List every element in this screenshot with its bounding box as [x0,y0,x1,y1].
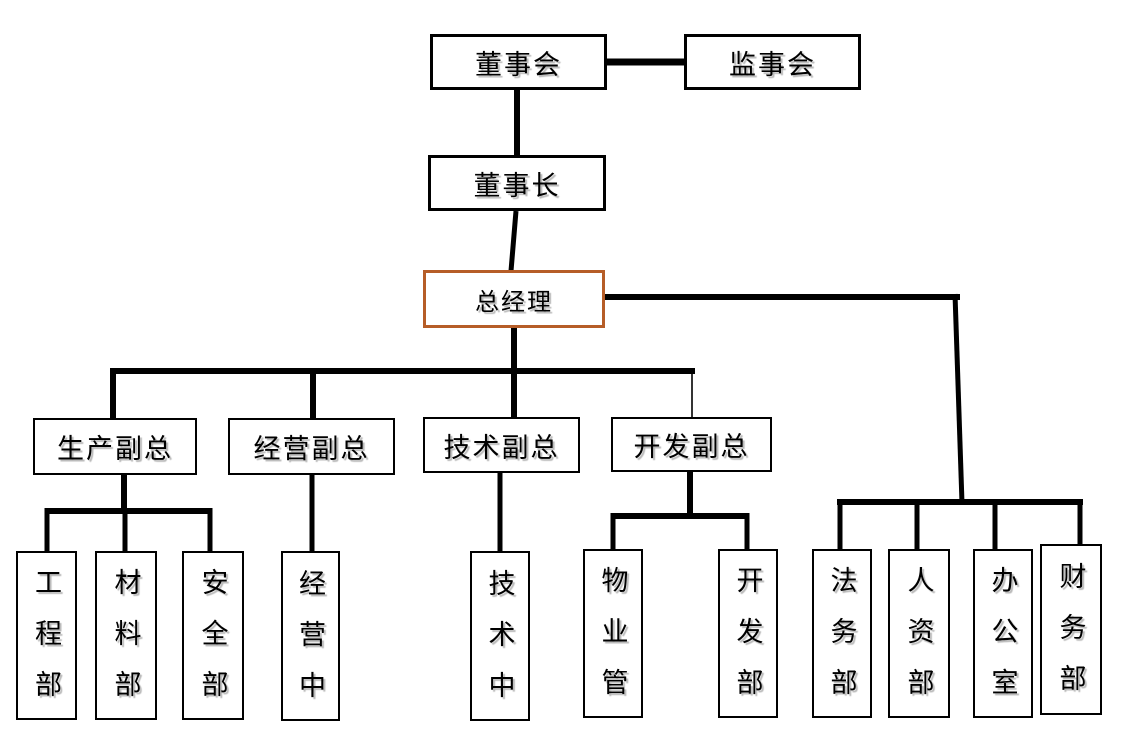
node-dept-finance: 财务部 [1040,544,1102,715]
node-dept-property-management-label: 物业管 [597,566,628,719]
node-vp-operations-label: 经营副总 [253,434,370,464]
node-vp-development-label: 开发副总 [633,432,750,462]
node-dept-materials: 材料部 [95,551,157,721]
node-dept-engineering-label: 工程部 [31,568,61,721]
node-dept-operations-center: 经营中 [281,551,340,722]
node-dept-legal-label: 法务部 [826,566,857,719]
connector-gm-right-drop [952,293,965,504]
connector-chairman-gm [508,210,519,272]
node-chairman: 董事长 [428,155,606,211]
node-vp-development: 开发副总 [611,417,772,472]
node-vp-operations: 经营副总 [228,418,395,475]
node-dept-finance-label: 财务部 [1055,562,1086,715]
node-dept-safety-label: 安全部 [197,568,228,721]
node-vp-technology: 技术副总 [423,417,580,473]
node-dept-office: 办公室 [973,549,1033,719]
node-dept-safety: 安全部 [182,551,244,721]
node-vp-production: 生产副总 [33,418,197,475]
node-supervisory-board: 监事会 [684,34,861,90]
node-dept-development: 开发部 [718,549,778,719]
node-board-of-directors-label: 董事会 [475,49,562,80]
node-dept-materials-label: 材料部 [110,568,141,721]
node-dept-engineering: 工程部 [16,551,77,721]
node-board-of-directors: 董事会 [430,34,607,90]
node-dept-operations-center-label: 经营中 [295,568,325,722]
node-dept-hr: 人资部 [888,549,950,719]
node-chairman-label: 董事长 [473,170,561,201]
node-dept-property-management: 物业管 [583,549,643,719]
node-dept-development-label: 开发部 [732,566,763,719]
node-vp-production-label: 生产副总 [57,434,173,464]
node-vp-technology-label: 技术副总 [443,432,560,463]
node-supervisory-board-label: 监事会 [729,49,816,80]
node-general-manager: 总经理 [423,270,605,328]
node-dept-office-label: 办公室 [987,566,1018,719]
node-dept-technology-center: 技术中 [470,551,530,722]
node-dept-technology-center-label: 技术中 [484,568,515,722]
node-dept-legal: 法务部 [812,549,872,719]
node-dept-hr-label: 人资部 [903,566,934,719]
node-general-manager-label: 总经理 [475,289,553,316]
